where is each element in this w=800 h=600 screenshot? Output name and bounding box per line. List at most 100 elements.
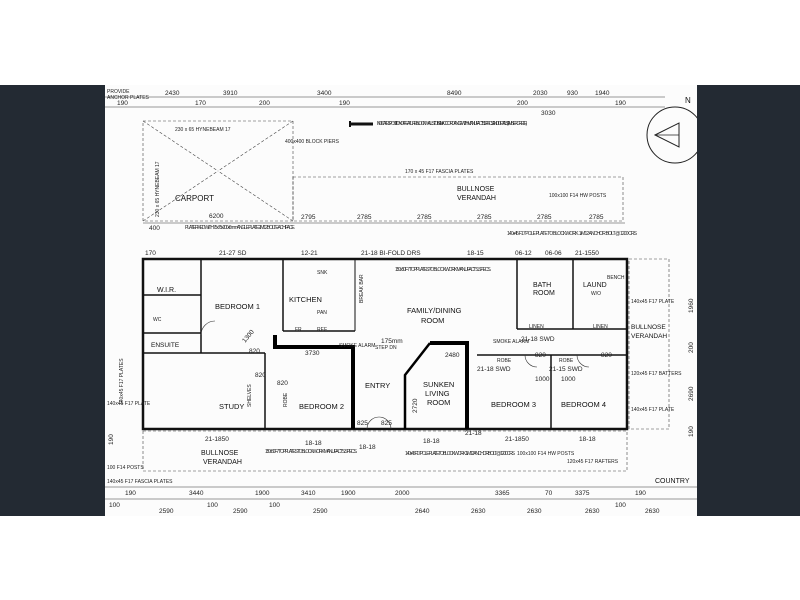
svg-text:2785: 2785: [357, 214, 372, 221]
room-labels: W.I.R. BEDROOM 1 KITCHEN FAMILY/DINING R…: [151, 267, 625, 411]
top-verandah: 170 x 45 F17 FASCIA PLATES BULLNOSE VERA…: [292, 169, 624, 222]
fascia-bottom-note: 140x45 F17 FASCIA PLATES: [107, 479, 173, 485]
top-dim2: 200: [259, 100, 270, 107]
top-dimension-chain: 2430 3910 3400 8490 2030 930 1940 190 17…: [105, 90, 665, 117]
block-piers-label: 400x400 BLOCK PIERS: [285, 139, 340, 145]
svg-text:2785: 2785: [537, 214, 552, 221]
svg-text:18-18: 18-18: [305, 440, 322, 447]
svg-text:3440: 3440: [189, 490, 204, 497]
top-dim2: 3030: [541, 110, 556, 117]
plate-right-note: 140x45 F17 PLATE: [631, 299, 675, 305]
right-side: BULLNOSE VERANDAH 140x45 F17 PLATE 140x4…: [628, 258, 695, 437]
plate-left-note: 140x45 F17 PLATE: [107, 401, 151, 407]
svg-text:2630: 2630: [527, 508, 542, 515]
svg-text:21-1850: 21-1850: [505, 436, 529, 443]
living-room-label: ROOM: [427, 398, 450, 407]
linen-label: LINEN: [593, 324, 608, 330]
wir-label: W.I.R.: [157, 287, 176, 294]
bullnose-bottom-label: BULLNOSE: [201, 450, 239, 457]
svg-text:18-18: 18-18: [423, 438, 440, 445]
bottom-verandah: BULLNOSE VERANDAH 150x50 F7 TOP PLATES T…: [107, 430, 690, 485]
bottom-window-dims: 21-1850 18-18 18-18 18-18 21-18 21-1850 …: [205, 430, 596, 451]
svg-text:820: 820: [249, 348, 260, 355]
svg-text:21-18 BI-FOLD DRS: 21-18 BI-FOLD DRS: [361, 250, 421, 257]
svg-text:2590: 2590: [233, 508, 248, 515]
shelves-label: SHELVES: [247, 384, 253, 407]
svg-text:820: 820: [601, 352, 612, 359]
svg-text:2785: 2785: [589, 214, 604, 221]
svg-text:100: 100: [615, 502, 626, 509]
svg-text:2590: 2590: [159, 508, 174, 515]
bottom-dimension-chain: 190 3440 1900 3410 1900 2000 3365 70 337…: [105, 486, 697, 515]
svg-text:2795: 2795: [301, 214, 316, 221]
verandah-right-label: VERANDAH: [631, 333, 667, 340]
left-letterbox: [0, 85, 105, 516]
svg-text:18-18: 18-18: [359, 444, 376, 451]
top-plates-bottom-note: 150x50 F7 TOP PLATES TO BLOCKWORK MANUFA…: [265, 449, 357, 455]
bath-label: BATH: [533, 282, 551, 289]
top-plates-mid-note: 150x50 F7 TOP PLATES TO BLOCKWORK MANUFA…: [395, 267, 491, 273]
svg-text:2640: 2640: [415, 508, 430, 515]
svg-text:2785: 2785: [417, 214, 432, 221]
robe-label: ROBE: [283, 392, 289, 407]
laund-label: LAUND: [583, 282, 607, 289]
entry-dims: 825 825 2720 175mm: [357, 338, 419, 427]
left-side: 140x45 F17 PLATE 140x45 F17 PLATES 100 F…: [107, 358, 151, 471]
svg-text:100: 100: [109, 502, 120, 509]
svg-text:190: 190: [688, 426, 695, 437]
svg-text:1960: 1960: [688, 298, 695, 313]
top-dim: 2030: [533, 90, 548, 97]
svg-text:2630: 2630: [471, 508, 486, 515]
verandah-top-label: VERANDAH: [457, 195, 496, 202]
plate-fixed-note: PLATE FIXED WITH 75x75x200x6mm ANGLE PLA…: [185, 225, 295, 231]
svg-text:3730: 3730: [305, 350, 320, 357]
svg-text:400: 400: [149, 225, 160, 232]
posts-bottom-note: 100x100 F14 HW POSTS: [517, 451, 575, 457]
svg-text:21-18 SWD: 21-18 SWD: [521, 336, 555, 343]
svg-text:18-18: 18-18: [579, 436, 596, 443]
posts-top-label: 100x100 F14 HW POSTS: [549, 193, 607, 199]
hynebeam-top-label: 230 x 65 HYNEBEAM 17: [175, 127, 231, 133]
ref-label: REF: [317, 327, 327, 333]
svg-text:1000: 1000: [535, 376, 550, 383]
svg-text:820: 820: [277, 380, 288, 387]
pole-plate-bottom-note: 140x45 F17 POLE PLATE TO BLOCKWORK. 1/M1…: [405, 451, 516, 457]
top-dim2: 190: [339, 100, 350, 107]
wc-label: WC: [153, 317, 162, 323]
top-dim: 1940: [595, 90, 610, 97]
bedroom1-label: BEDROOM 1: [215, 302, 260, 311]
svg-text:190: 190: [125, 490, 136, 497]
robe-label: ROBE: [559, 358, 574, 364]
right-letterbox: [697, 85, 800, 516]
fr-label: FR: [295, 327, 302, 333]
bullnose-right-label: BULLNOSE: [631, 324, 666, 331]
family-dining-label: FAMILY/DINING: [407, 306, 462, 315]
svg-text:06-12: 06-12: [515, 250, 532, 257]
kitchen-row-dims: 170 21-27 SD 12-21 21-18 BI-FOLD DRS 18-…: [145, 250, 599, 257]
break-bar-label: BREAK BAR: [359, 274, 365, 303]
svg-text:21-1850: 21-1850: [205, 436, 229, 443]
hynebeam-side-label: 230 x 65 HYNEBEAM 17: [155, 161, 161, 217]
north-label: N: [685, 96, 691, 105]
svg-text:3375: 3375: [575, 490, 590, 497]
svg-text:70: 70: [545, 490, 553, 497]
entry-label: ENTRY: [365, 381, 390, 390]
feature-wall-note: INDICATES POSITION OF FEATURE BLOCK WALL…: [377, 121, 528, 127]
door-swings: [200, 320, 590, 430]
bench-label: BENCH: [607, 275, 625, 281]
bullnose-top-label: BULLNOSE: [457, 186, 495, 193]
svg-text:170: 170: [145, 250, 156, 257]
floor-plan-drawing: 2430 3910 3400 8490 2030 930 1940 190 17…: [105, 85, 697, 516]
fascia-top-label: 170 x 45 F17 FASCIA PLATES: [405, 169, 474, 175]
mid-dims: 3730 2480 820 1300 820 820 820 1000 1000…: [241, 328, 612, 387]
svg-text:190: 190: [108, 434, 115, 445]
svg-text:825: 825: [381, 420, 392, 427]
feature-wall-legend: INDICATES POSITION OF FEATURE BLOCK WALL…: [349, 121, 528, 127]
robe-label: ROBE: [497, 358, 512, 364]
pan-label: PAN: [317, 310, 327, 316]
bedroom3-label: BEDROOM 3: [491, 400, 536, 409]
floor-plan: 2430 3910 3400 8490 2030 930 1940 190 17…: [105, 85, 697, 516]
house-walls: [141, 257, 629, 431]
svg-text:825: 825: [357, 420, 368, 427]
svg-text:21-1550: 21-1550: [575, 250, 599, 257]
